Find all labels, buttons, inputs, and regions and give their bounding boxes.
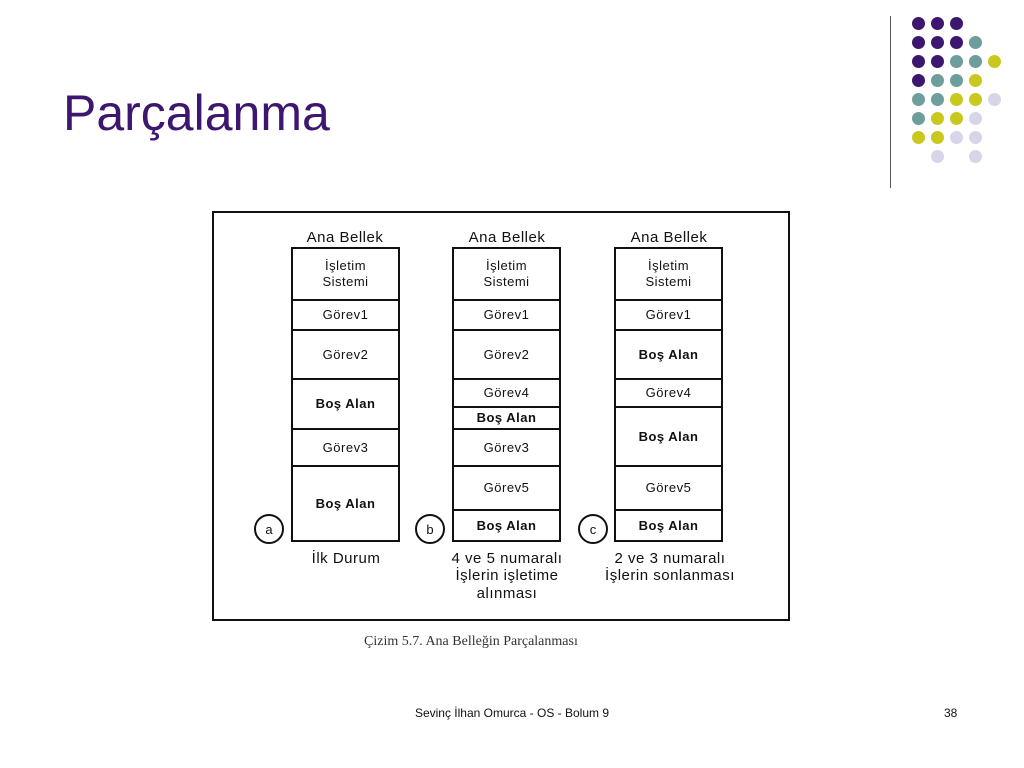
decorative-dot bbox=[912, 36, 925, 49]
memory-block: İşletim Sistemi bbox=[483, 258, 530, 289]
decorative-divider bbox=[890, 16, 891, 188]
memory-block: Görev4 bbox=[616, 378, 721, 406]
memory-block: Görev2 bbox=[454, 329, 559, 378]
caption-line: alınması bbox=[476, 584, 538, 602]
memory-block-free: Boş Alan bbox=[454, 406, 559, 428]
memory-column-a: İşletim Sistemi Görev1 Görev2 Boş Alan G… bbox=[291, 247, 400, 542]
memory-block-free: Boş Alan bbox=[293, 378, 398, 428]
decorative-dot bbox=[969, 131, 982, 144]
caption-line: İşlerin sonlanması bbox=[605, 567, 735, 585]
memory-block: Görev3 bbox=[454, 428, 559, 465]
memory-block: Görev3 bbox=[293, 428, 398, 465]
decorative-dot bbox=[912, 131, 925, 144]
decorative-dot bbox=[950, 55, 963, 68]
memory-block: Görev5 bbox=[616, 465, 721, 509]
column-c-heading: Ana Bellek bbox=[630, 229, 708, 246]
memory-block-free: Boş Alan bbox=[293, 465, 398, 540]
slide-footer: Sevinç İlhan Omurca - OS - Bolum 9 bbox=[414, 706, 610, 720]
memory-column-b: İşletim Sistemi Görev1 Görev2 Görev4 Boş… bbox=[452, 247, 561, 542]
figure-frame bbox=[212, 211, 790, 621]
decorative-dot bbox=[931, 55, 944, 68]
decorative-dot bbox=[969, 93, 982, 106]
decorative-dot bbox=[931, 131, 944, 144]
decorative-dot bbox=[950, 74, 963, 87]
memory-block: Görev1 bbox=[293, 299, 398, 329]
decorative-dot bbox=[969, 74, 982, 87]
memory-block: Görev2 bbox=[293, 329, 398, 378]
memory-block: İşletim Sistemi bbox=[322, 258, 369, 289]
decorative-dot bbox=[988, 55, 1001, 68]
decorative-dot bbox=[931, 93, 944, 106]
decorative-dot bbox=[950, 17, 963, 30]
page-number: 38 bbox=[944, 706, 958, 720]
memory-block: Görev5 bbox=[454, 465, 559, 509]
decorative-dot bbox=[931, 17, 944, 30]
decorative-dot bbox=[931, 112, 944, 125]
column-b-heading: Ana Bellek bbox=[468, 229, 546, 246]
memory-block-free: Boş Alan bbox=[616, 406, 721, 465]
caption-line: İşlerin işletime bbox=[455, 567, 559, 585]
marker-c: c bbox=[578, 514, 608, 544]
decorative-dot bbox=[912, 74, 925, 87]
memory-block-free: Boş Alan bbox=[454, 509, 559, 540]
decorative-dot bbox=[912, 93, 925, 106]
column-b-caption: 4 ve 5 numaralı İşlerin işletime alınmas… bbox=[436, 550, 578, 602]
decorative-dot bbox=[950, 36, 963, 49]
slide-title: Parçalanma bbox=[63, 85, 330, 141]
decorative-dot bbox=[931, 36, 944, 49]
decorative-dot bbox=[969, 150, 982, 163]
memory-block-free: Boş Alan bbox=[616, 509, 721, 540]
decorative-dot bbox=[931, 74, 944, 87]
figure-caption: Çizim 5.7. Ana Belleğin Parçalanması bbox=[364, 634, 578, 649]
memory-block-free: Boş Alan bbox=[616, 329, 721, 378]
decorative-dot bbox=[912, 17, 925, 30]
caption-line: 2 ve 3 numaralı bbox=[614, 550, 726, 567]
decorative-dot bbox=[912, 55, 925, 68]
decorative-dot bbox=[969, 36, 982, 49]
column-a-caption: İlk Durum bbox=[286, 550, 406, 567]
memory-block: Görev4 bbox=[454, 378, 559, 406]
marker-a: a bbox=[254, 514, 284, 544]
decorative-dot bbox=[969, 55, 982, 68]
decorative-dot bbox=[912, 112, 925, 125]
caption-line: İlk Durum bbox=[311, 550, 381, 567]
decorative-dot bbox=[931, 150, 944, 163]
column-a-heading: Ana Bellek bbox=[306, 229, 384, 246]
decorative-dot bbox=[950, 112, 963, 125]
caption-line: 4 ve 5 numaralı bbox=[451, 550, 563, 567]
decorative-dot bbox=[950, 131, 963, 144]
decorative-dot bbox=[950, 93, 963, 106]
marker-b: b bbox=[415, 514, 445, 544]
decorative-dot bbox=[988, 93, 1001, 106]
column-c-caption: 2 ve 3 numaralı İşlerin sonlanması bbox=[590, 550, 750, 585]
memory-block: İşletim Sistemi bbox=[645, 258, 692, 289]
decorative-dot bbox=[969, 112, 982, 125]
memory-block: Görev1 bbox=[454, 299, 559, 329]
memory-block: Görev1 bbox=[616, 299, 721, 329]
memory-column-c: İşletim Sistemi Görev1 Boş Alan Görev4 B… bbox=[614, 247, 723, 542]
